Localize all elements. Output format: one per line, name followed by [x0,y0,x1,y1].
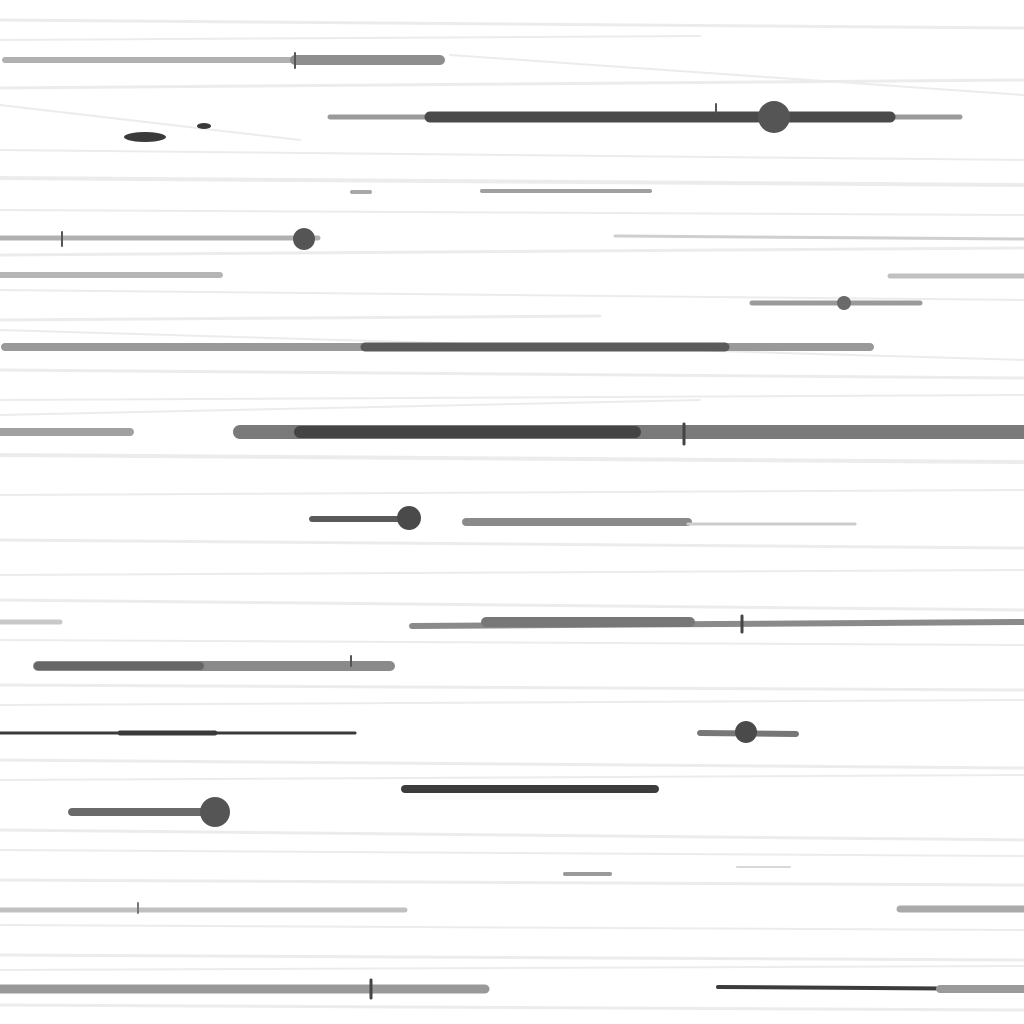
dark-streaks [0,52,1024,1000]
faint-streaks [0,18,1024,1012]
